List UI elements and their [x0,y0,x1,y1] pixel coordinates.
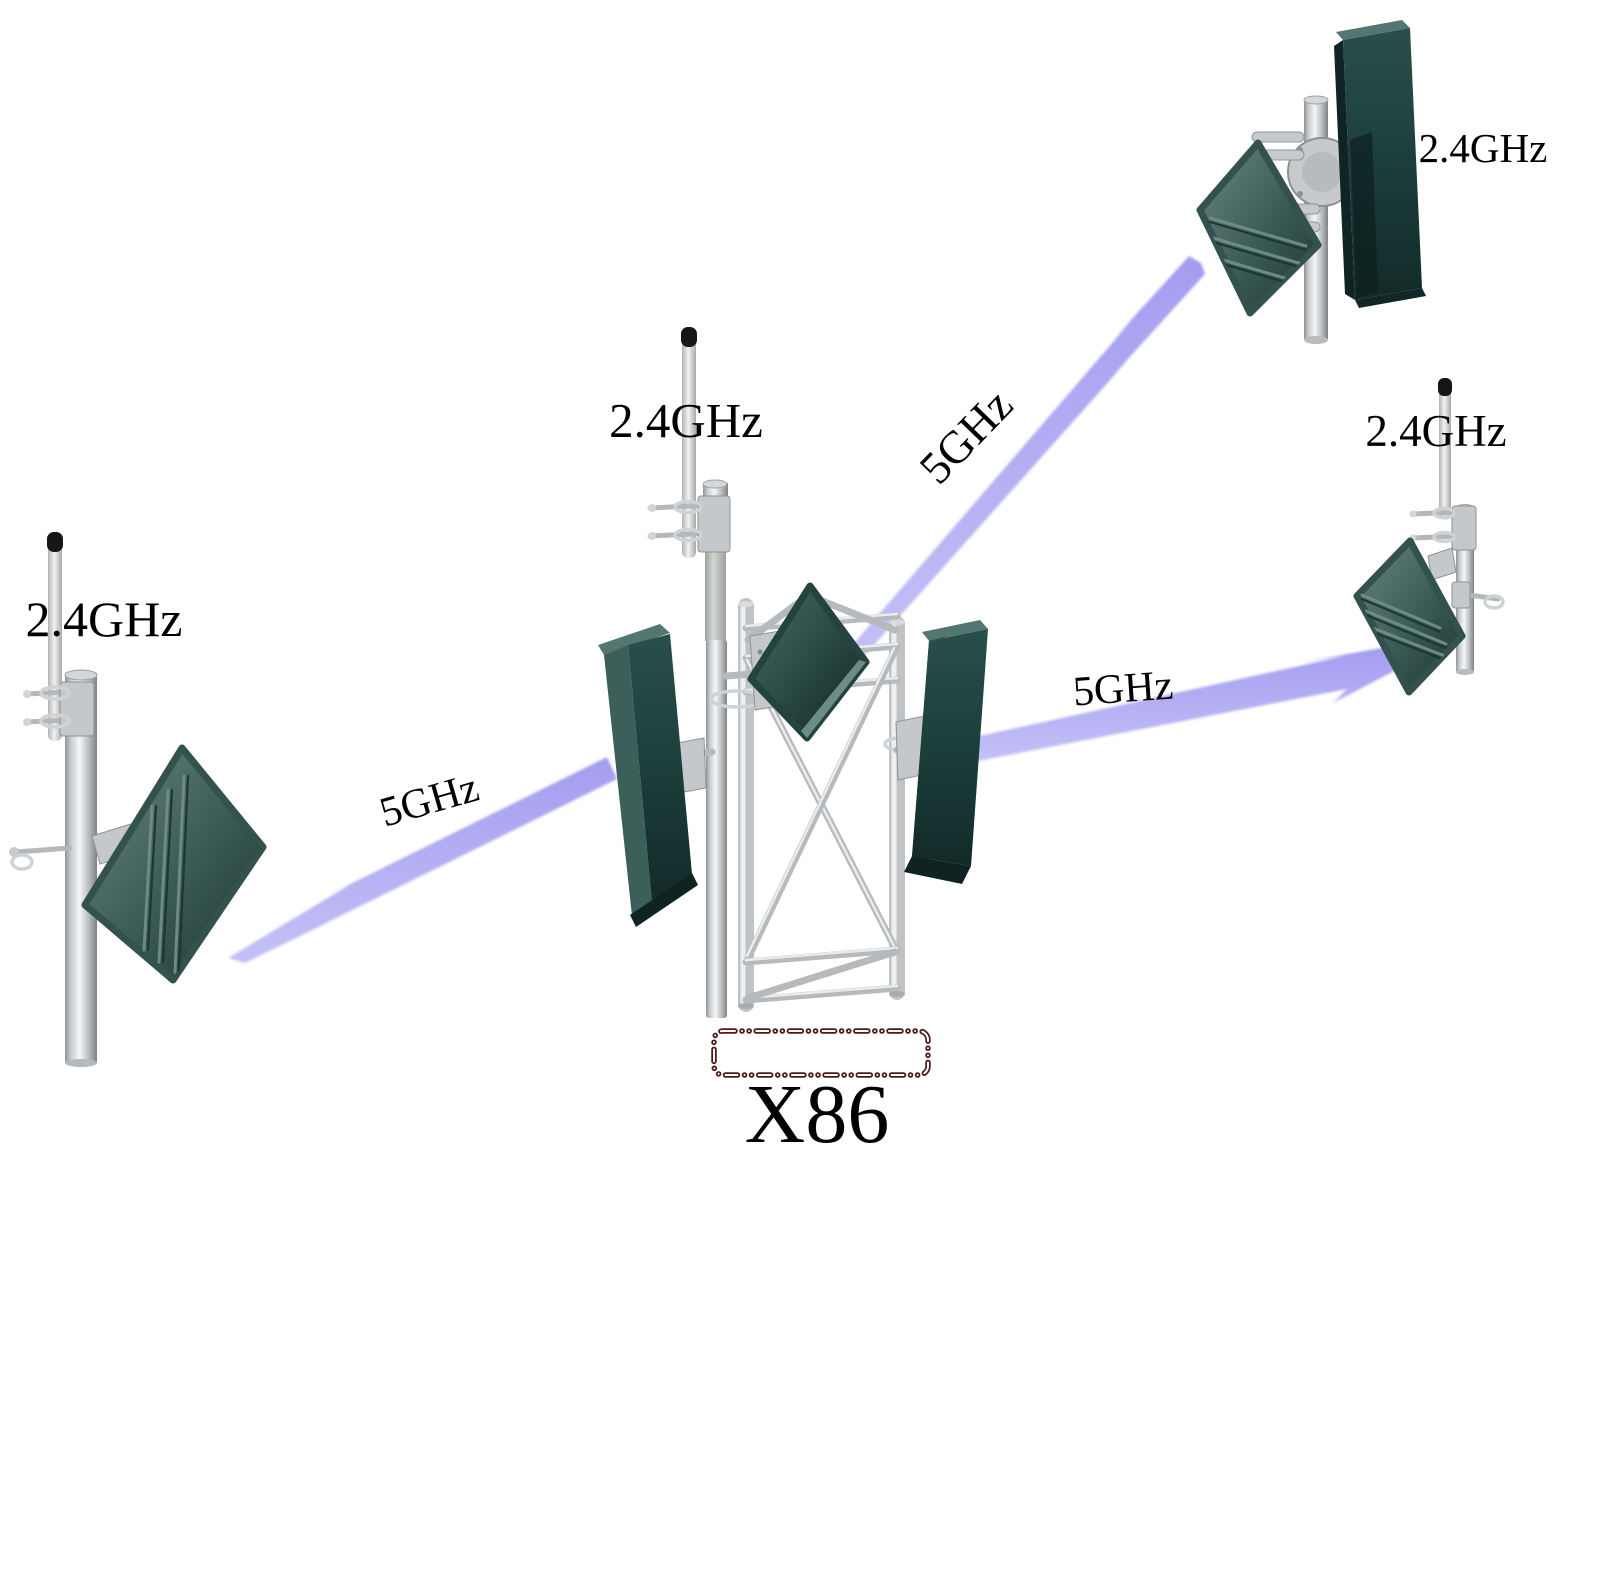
mast-lower [706,640,727,1018]
u-bolt [1432,530,1456,544]
diamond-ridges [1360,593,1452,664]
leg-top-opening [889,619,905,625]
u-bolt [39,685,71,701]
panel-top-face [1336,20,1410,40]
pole-top-opening [64,669,98,681]
pole-shaft [65,674,97,1064]
clamp-handle-rod [13,845,73,855]
label-site-top-right: 2.4GHz [1419,125,1548,171]
clamp-plate [1451,581,1471,609]
mount-plate-hub [1302,152,1342,192]
diamond-ridges [142,774,190,974]
omni-mount-clamp-mid-right [1409,505,1477,551]
bolt-end [1409,510,1417,518]
sector-panel-left [598,624,698,927]
pole-top-right [1303,95,1329,344]
panel-top-face [598,624,670,655]
leg-bottom [889,991,905,997]
clamp-handle-loop [1483,594,1505,610]
plate-screw [757,649,763,655]
panel-bottom-face [904,856,971,884]
label-x86: X86 [745,1068,890,1161]
plate-screw [1297,191,1303,197]
panel-side-face [1334,40,1355,300]
diamond-edge-highlight [801,660,866,738]
omni-cap [1438,378,1452,396]
omni-mount-clamp-left [23,681,95,737]
dish-mount-mid-right [1427,547,1505,610]
site-mid-right [1353,378,1505,696]
bolt-end [648,504,656,512]
omni-rod [1439,390,1451,520]
pole-bottom [65,1059,97,1067]
diamond-antenna-left [81,744,267,984]
clamp-plate [697,495,731,553]
diamond-antenna-mid-right [1353,537,1466,696]
pole-bottom [1304,336,1328,344]
pole-left [64,669,98,1067]
bolt-end [23,718,31,726]
u-bolt [673,499,703,515]
label-link-left: 5GHz [375,765,484,837]
panel-bottom-face [1355,288,1426,308]
x86-dashed-box-inner [713,1030,929,1076]
pole-bottom [1456,669,1474,675]
clamp-handle-loop [10,853,34,871]
bolt-end [648,532,656,540]
label-link-mid-right: 5GHz [1071,663,1174,716]
link-beam-center-to-mid-right [970,645,1404,762]
u-bolt [39,713,71,729]
u-bolt [1432,506,1456,520]
sector-panel-right [904,620,988,884]
link-beam-center-to-left [228,757,617,963]
panel-side-face [604,645,652,916]
site-top-right [1196,20,1426,344]
omni-cap [681,327,697,347]
panel-front-face [912,629,988,866]
x86-device [711,1028,931,1078]
panel-bottom-face [630,873,698,927]
link-beam-center-to-top-right [837,256,1205,671]
mast-top-opening [702,479,728,489]
mount-arm [722,670,757,680]
omni-rod [682,340,696,558]
leg-top-opening [738,601,754,607]
label-site-left: 2.4GHz [26,591,183,647]
omni-cap [47,532,63,552]
omni-antenna-mid-right [1438,378,1452,520]
pole-shaft [1304,99,1328,341]
leg-bottom [738,1003,754,1009]
site-left [9,532,267,1067]
links-layer [228,256,1404,963]
diamond-antenna-center [747,582,870,742]
panel-front-face [628,634,692,903]
panel-gloss-shadow [1350,132,1378,298]
lattice-tower [709,592,915,1012]
diamond-face [1196,139,1322,317]
handle-knob [9,847,19,857]
label-site-center: 2.4GHz [609,393,763,448]
mast-pipe-center [702,479,728,1018]
clamp-plate [1451,505,1477,551]
bolt-end [23,690,31,698]
u-bolt [673,527,703,543]
panel-top-face [922,620,988,641]
u-bolt-bar [1251,131,1305,143]
pole-top-opening [1303,95,1329,105]
diamond-face [81,744,267,984]
sector-panel-top-right [1334,20,1426,308]
omni-mount-clamp-center [647,495,731,553]
site-center [598,327,988,1018]
label-site-mid-right: 2.4GHz [1365,406,1506,456]
